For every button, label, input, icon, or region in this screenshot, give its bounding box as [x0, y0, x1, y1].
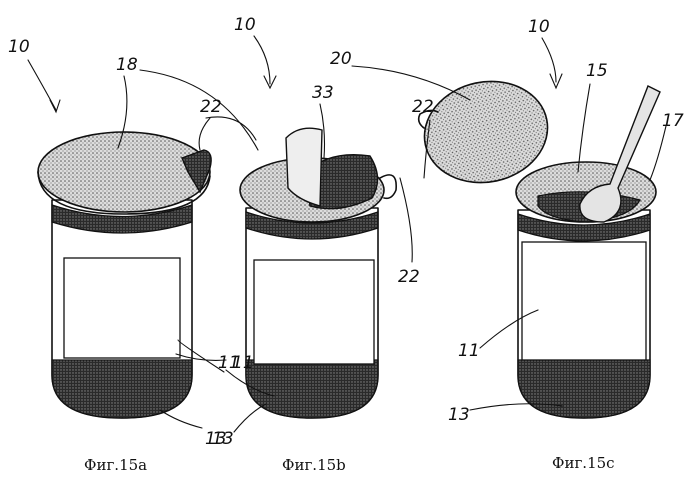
caption-fig-15a: Фиг.15a [84, 456, 147, 474]
caption-fig-15b: Фиг.15b [282, 456, 346, 474]
figure-15a [38, 132, 211, 418]
ref-13-c: 13 [448, 405, 470, 425]
ref-18: 18 [116, 55, 138, 75]
ref-22-b: 22 [398, 267, 420, 287]
ref-22-c: 22 [412, 97, 434, 117]
ref-22-a: 22 [200, 97, 222, 117]
cup-base [52, 360, 192, 418]
ref-17: 17 [662, 111, 684, 131]
figure-15c [415, 70, 660, 418]
ref-20: 20 [330, 49, 352, 69]
cup-label [522, 242, 646, 360]
cup-base [246, 360, 378, 418]
cup-base [518, 360, 650, 418]
caption-fig-15c: Фиг.15c [552, 454, 615, 472]
ref-10-a: 10 [8, 37, 30, 57]
ref-15: 15 [586, 61, 608, 81]
captions: Фиг.15a Фиг.15b Фиг.15c [84, 454, 615, 474]
figure-15b [240, 128, 396, 418]
ref-10-b: 10 [234, 15, 256, 35]
ref-13-b: 13 [212, 429, 234, 449]
ref-11-c: 11 [458, 341, 480, 361]
ref-11-b: 11 [232, 353, 254, 373]
ref-10-c: 10 [528, 17, 550, 37]
cup-label [254, 260, 374, 364]
cup-label [64, 258, 180, 358]
ref-33: 33 [312, 83, 334, 103]
lid [38, 132, 210, 212]
